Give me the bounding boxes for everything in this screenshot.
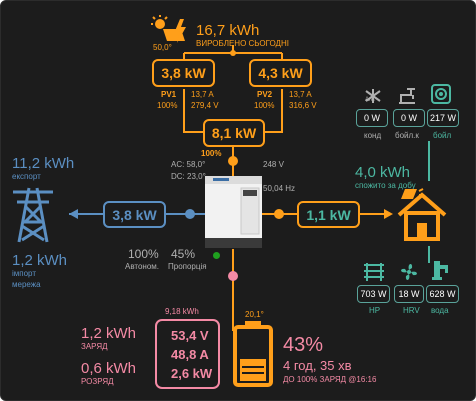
- pv1-line: [183, 89, 203, 133]
- grid-import-label-2: мережа: [12, 280, 41, 289]
- load-ac-value[interactable]: 0 W: [356, 109, 388, 127]
- solar-house-icon[interactable]: [397, 187, 447, 243]
- solar-total-percent: 100%: [201, 149, 222, 158]
- inverter-ac-temp: AC: 58,0°: [171, 160, 206, 169]
- load-boiler-label: бойл: [433, 131, 452, 140]
- grid-export-energy: 11,2 kWh: [12, 155, 75, 172]
- load-hrv-label: HRV: [403, 306, 420, 315]
- battery-soc: 43%: [283, 334, 324, 356]
- grid-import-energy: 1,2 kWh: [12, 252, 68, 269]
- battery-icon[interactable]: [233, 321, 273, 387]
- battery-current: 48,8 A: [171, 347, 209, 362]
- ratio-label: Пропорція: [168, 262, 207, 271]
- load-water-heater-label: бойл.к: [395, 131, 419, 140]
- water-heater-icon: [399, 88, 415, 104]
- inverter-icon[interactable]: [205, 176, 262, 248]
- transmission-tower-icon[interactable]: [9, 186, 57, 246]
- load-heat-pump-value[interactable]: 703 W: [357, 285, 390, 303]
- water-pump-icon: [432, 261, 448, 280]
- sun-panel-icon: [151, 15, 186, 43]
- grid-export-label: експорт: [12, 172, 41, 181]
- battery-temperature: 20,1°: [245, 310, 264, 319]
- battery-stats-box[interactable]: 53,4 V 48,8 A 2,6 kW: [155, 319, 220, 389]
- grid-arrow-icon: [69, 209, 78, 219]
- inverter-dc-temp: DC: 23,0°: [171, 172, 206, 181]
- inverter-status-indicator: [213, 252, 220, 259]
- battery-fill: [240, 359, 266, 381]
- solar-split-line: [183, 45, 283, 61]
- battery-flow-dot: [228, 271, 238, 281]
- solar-split-dot: [230, 50, 236, 56]
- battery-charge-energy: 1,2 kWh: [81, 325, 137, 342]
- pv1-current: 13,7 A: [191, 90, 214, 99]
- pv2-power-box[interactable]: 4,3 kW: [249, 59, 312, 87]
- autonomy-label: Автоном.: [125, 262, 160, 271]
- battery-power: 2,6 kW: [171, 366, 213, 381]
- load-boiler-value[interactable]: 217 W: [427, 109, 459, 127]
- air-conditioner-icon: [365, 89, 381, 103]
- heat-pump-icon: [364, 263, 384, 281]
- pv1-percent: 100%: [157, 101, 178, 110]
- inverter-frequency: 50,04 Hz: [263, 184, 296, 193]
- home-flow-dot: [274, 209, 284, 219]
- load-ac-label: конд: [364, 131, 382, 140]
- battery-voltage: 53,4 V: [171, 328, 209, 343]
- load-water-pump-value[interactable]: 628 W: [426, 285, 459, 303]
- home-energy: 4,0 kWh: [355, 164, 411, 181]
- fan-icon: [401, 264, 417, 280]
- battery-box-energy: 9,18 kWh: [165, 307, 199, 316]
- solar-energy-label: ВИРОБЛЕНО СЬОГОДНІ: [196, 39, 289, 48]
- load-hrv-value[interactable]: 18 W: [394, 285, 424, 303]
- sun-elevation: 50,0°: [153, 43, 172, 52]
- pv2-line: [265, 89, 283, 133]
- pv1-power-box[interactable]: 3,8 kW: [152, 59, 215, 87]
- load-heat-pump-label: HP: [369, 306, 381, 315]
- inverter-voltage: 248 V: [263, 160, 284, 169]
- solar-total-box[interactable]: 8,1 kW: [203, 119, 265, 147]
- battery-time-left: 4 год, 35 хв: [283, 358, 352, 373]
- pv2-percent: 100%: [254, 101, 275, 110]
- battery-charge-label: ЗАРЯД: [81, 342, 108, 351]
- load-water-pump-label: вода: [431, 306, 449, 315]
- solar-energy: 16,7 kWh: [196, 22, 260, 39]
- grid-flow-dot: [185, 209, 195, 219]
- home-power-box[interactable]: 1,1 kW: [297, 201, 360, 228]
- flow-dot: [228, 156, 238, 166]
- pv1-name: PV1: [161, 90, 177, 99]
- grid-power-box[interactable]: 3,8 kW: [103, 201, 166, 228]
- pv1-voltage: 279,4 V: [191, 101, 219, 110]
- air-conditioner-icon-text: A/C: [365, 97, 376, 103]
- pv2-current: 13,7 A: [289, 90, 312, 99]
- pv2-name: PV2: [257, 90, 273, 99]
- load-water-heater-value[interactable]: 0 W: [393, 109, 425, 127]
- battery-discharge-energy: 0,6 kWh: [81, 360, 137, 377]
- ratio-value: 45%: [171, 247, 196, 261]
- battery-time-label: ДО 100% ЗАРЯД @16:16: [283, 375, 377, 384]
- battery-discharge-label: РОЗРЯД: [81, 377, 114, 386]
- pv2-voltage: 316,6 V: [289, 101, 317, 110]
- boiler-icon: [431, 84, 451, 104]
- home-arrow-icon: [384, 209, 393, 219]
- autonomy-value: 100%: [128, 247, 159, 261]
- grid-import-label-1: імпорт: [12, 269, 36, 278]
- home-energy-label: спожито за добу: [355, 181, 416, 190]
